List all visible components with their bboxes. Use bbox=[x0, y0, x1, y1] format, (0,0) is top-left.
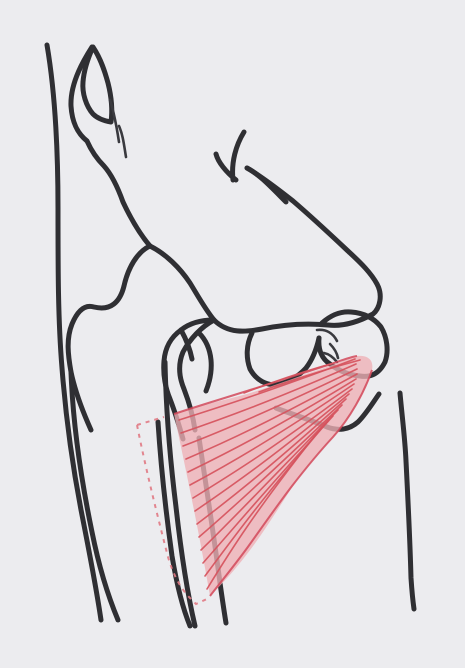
right-outer-contour bbox=[400, 393, 414, 609]
upper-bone-detail bbox=[110, 100, 126, 157]
upper-right-bone-outline bbox=[216, 132, 286, 202]
upper-bone-curl bbox=[83, 47, 112, 122]
middle-bone-outline bbox=[68, 246, 150, 430]
carpal-arc-outline bbox=[150, 168, 380, 331]
